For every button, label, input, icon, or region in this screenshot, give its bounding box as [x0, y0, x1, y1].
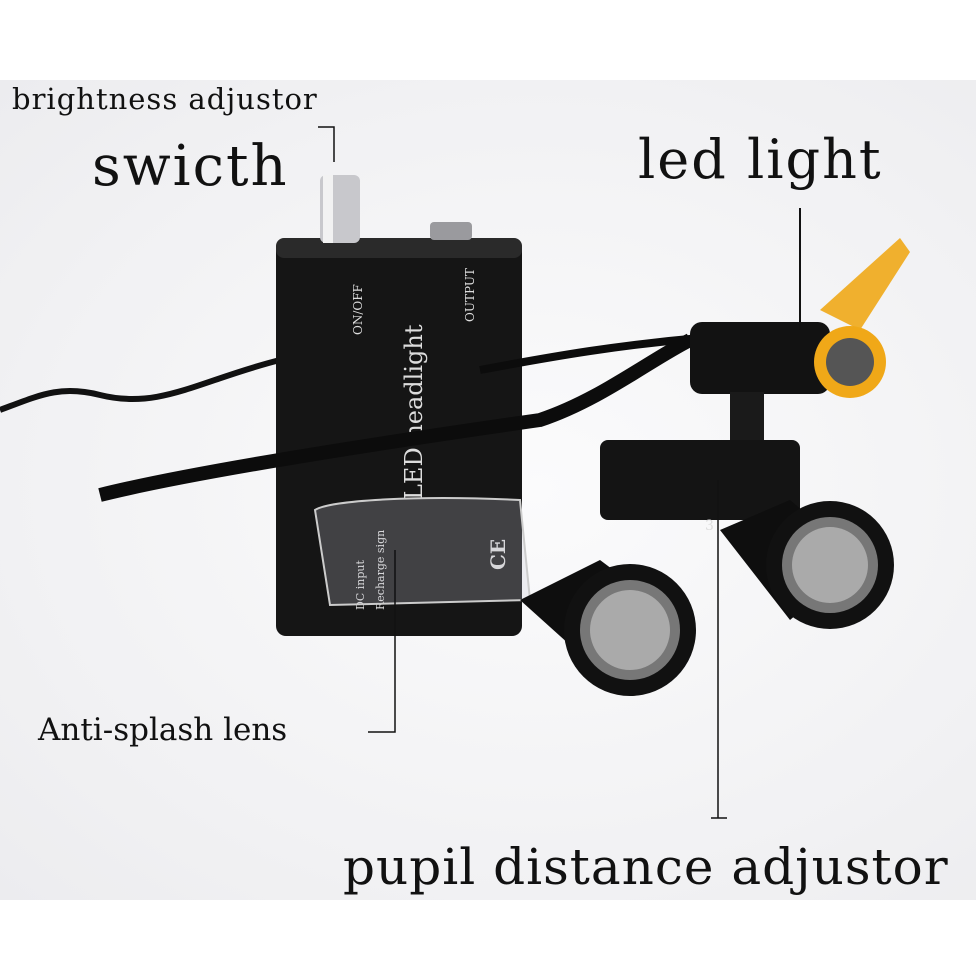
on-off-label: ON/OFF — [351, 284, 365, 335]
ce-mark: CE — [486, 539, 510, 570]
cable — [0, 357, 281, 413]
adjustment-bridge — [600, 440, 800, 520]
anti-splash-lens — [313, 497, 532, 607]
brightness-adjustor-label: brightness adjustor — [12, 82, 318, 116]
output-port — [430, 222, 472, 240]
output-label: OUTPUT — [463, 268, 477, 322]
led-light — [690, 238, 910, 452]
led-light-label: led light — [638, 128, 883, 191]
loupe-left — [520, 560, 696, 696]
switch-label: swicth — [92, 134, 289, 199]
anti-splash-label: Anti-splash lens — [38, 712, 288, 748]
recharge-label: Recharge sign — [374, 530, 387, 610]
dc-input-label: DC input — [354, 560, 367, 610]
loupe-right — [720, 500, 894, 629]
brand-label: LED headlight — [400, 324, 428, 500]
glasses-temple — [98, 333, 694, 502]
anti-splash-leader-line — [368, 550, 396, 733]
filter-flap — [820, 238, 910, 330]
pupil-distance-label: pupil distance adjustor — [343, 838, 949, 896]
brightness-leader-line — [318, 126, 335, 162]
pupil-leader-line — [711, 480, 727, 819]
magnification-mark: 3 — [705, 518, 714, 534]
